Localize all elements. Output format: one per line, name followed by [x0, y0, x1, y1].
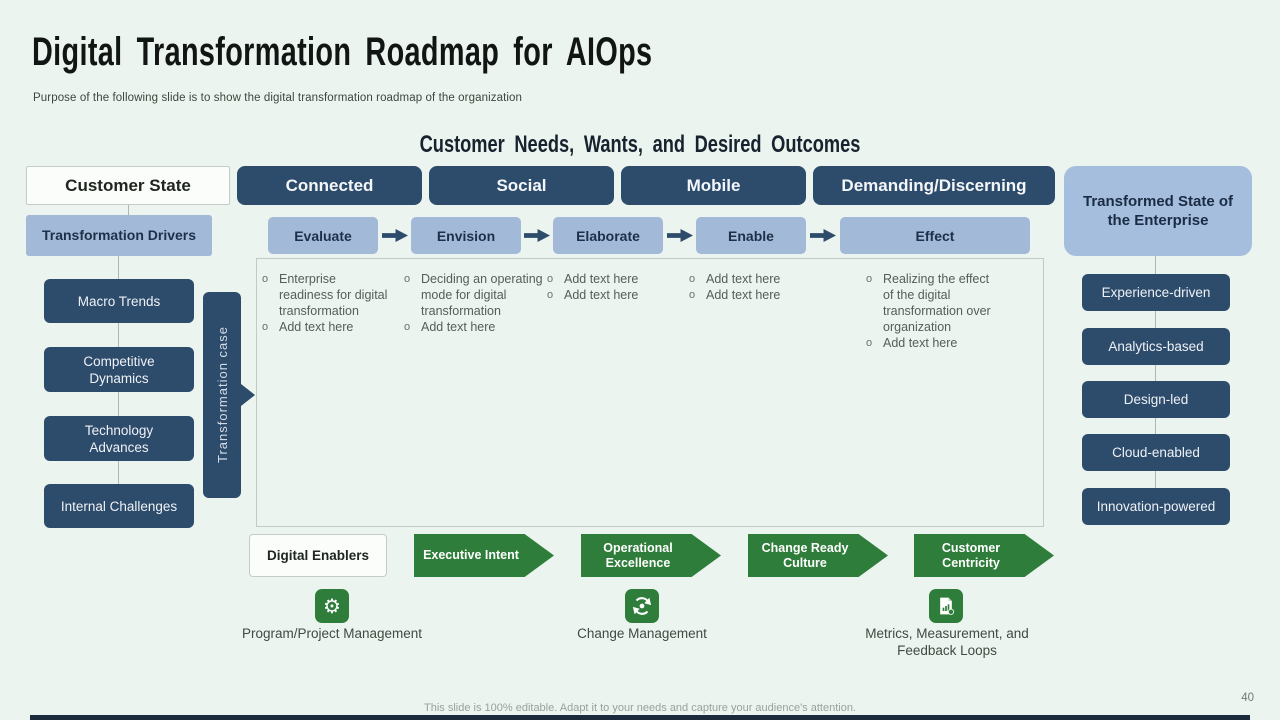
need-box-demanding: Demanding/Discerning — [813, 166, 1055, 205]
driver-box-technology-advances: Technology Advances — [44, 416, 194, 461]
phase-box-enable: Enable — [696, 217, 806, 254]
change-cycle-icon — [625, 589, 659, 623]
right-arrow-icon — [524, 229, 550, 242]
circle-bullet-icon: o — [404, 273, 411, 285]
circle-bullet-icon: o — [547, 273, 554, 285]
need-box-mobile: Mobile — [621, 166, 806, 205]
metrics-document-icon — [940, 597, 955, 615]
circle-bullet-icon: o — [866, 273, 873, 285]
phase-box-evaluate: Evaluate — [268, 217, 378, 254]
enabler-arrow-executive-intent: Executive Intent — [414, 534, 554, 577]
need-box-connected: Connected — [237, 166, 422, 205]
circle-bullet-icon: o — [262, 321, 269, 333]
circle-bullet-icon: o — [404, 321, 411, 333]
enabler-arrow-operational-excellence: Operational Excellence — [581, 534, 721, 577]
page-subtitle: Purpose of the following slide is to sho… — [33, 92, 523, 104]
phase-box-effect: Effect — [840, 217, 1030, 254]
outcome-box-innovation-powered: Innovation-powered — [1082, 488, 1230, 525]
transformed-state-box: Transformed State of the Enterprise — [1064, 166, 1252, 256]
gear-icon: ⚙ — [315, 589, 349, 623]
phase-details-panel — [256, 258, 1044, 527]
enabler-arrow-change-ready-culture: Change Ready Culture — [748, 534, 888, 577]
footer-bar — [30, 715, 1250, 720]
phase-box-envision: Envision — [411, 217, 521, 254]
outcome-box-analytics-based: Analytics-based — [1082, 328, 1230, 365]
circle-bullet-icon: o — [866, 337, 873, 349]
connector-line — [128, 205, 129, 215]
right-arrow-icon — [810, 229, 836, 242]
circle-bullet-icon: o — [689, 273, 696, 285]
digital-enablers-box: Digital Enablers — [249, 534, 387, 577]
arrow-tip-icon — [241, 384, 255, 406]
driver-box-macro-trends: Macro Trends — [44, 279, 194, 323]
driver-box-internal-challenges: Internal Challenges — [44, 484, 194, 528]
section-heading: Customer Needs, Wants, and Desired Outco… — [419, 131, 861, 158]
outcome-box-cloud-enabled: Cloud-enabled — [1082, 434, 1230, 471]
outcome-box-experience-driven: Experience-driven — [1082, 274, 1230, 311]
right-arrow-icon — [382, 229, 408, 242]
circle-bullet-icon: o — [547, 289, 554, 301]
icon-label-metrics-measurement: Metrics, Measurement, and Feedback Loops — [865, 626, 1029, 658]
change-cycle-icon — [632, 597, 652, 615]
circle-bullet-icon: o — [689, 289, 696, 301]
phase-box-elaborate: Elaborate — [553, 217, 663, 254]
customer-state-box: Customer State — [26, 166, 230, 205]
need-box-social: Social — [429, 166, 614, 205]
driver-box-competitive-dynamics: Competitive Dynamics — [44, 347, 194, 392]
editable-note: This slide is 100% editable. Adapt it to… — [424, 702, 856, 714]
icon-label-change-management: Change Management — [577, 626, 707, 641]
connector-line-right-column — [1155, 256, 1156, 488]
page-title: Digital Transformation Roadmap for AIOps — [32, 30, 653, 74]
right-arrow-icon — [667, 229, 693, 242]
page-number: 40 — [1241, 692, 1254, 704]
enabler-arrow-customer-centricity: Customer Centricity — [914, 534, 1054, 577]
transformation-case-tag: Transformation case — [203, 292, 241, 498]
outcome-box-design-led: Design-led — [1082, 381, 1230, 418]
connector-line-left-column — [118, 256, 119, 528]
circle-bullet-icon: o — [262, 273, 269, 285]
metrics-document-icon — [929, 589, 963, 623]
icon-label-program-project-management: Program/Project Management — [241, 626, 423, 641]
transformation-drivers-box: Transformation Drivers — [26, 215, 212, 256]
